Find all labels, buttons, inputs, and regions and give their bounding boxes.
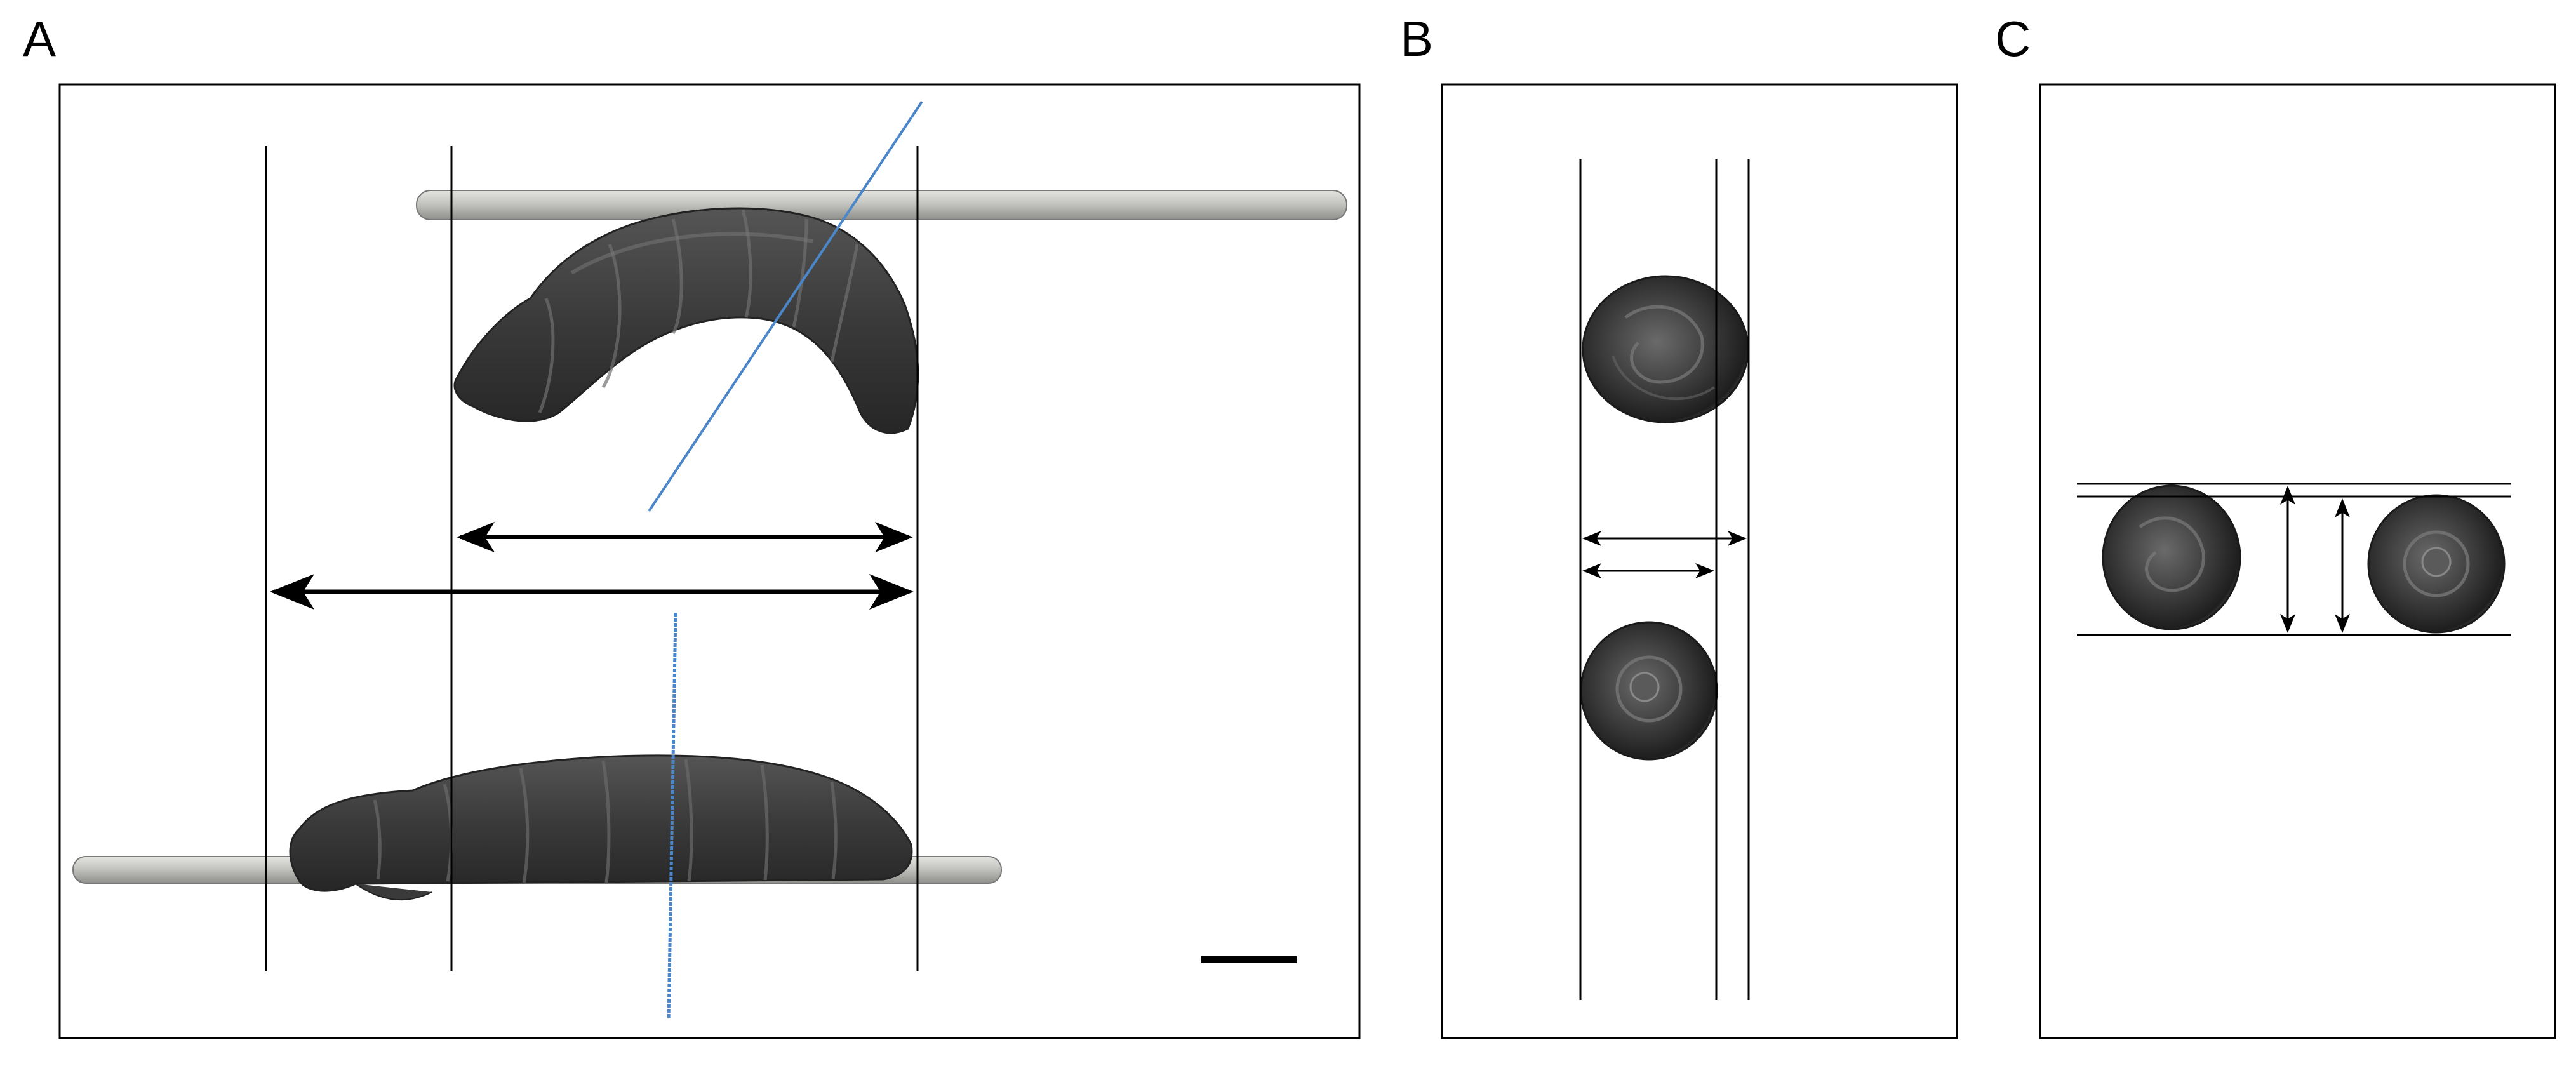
- panel-a-frame: [58, 83, 1361, 1039]
- cross-section-left: [2102, 484, 2241, 630]
- scale-bar: [1201, 956, 1297, 963]
- cross-section-top: [1582, 275, 1749, 423]
- panel-label-c: C: [1995, 11, 2031, 67]
- cross-section-right: [2367, 494, 2506, 634]
- top-rod: [416, 190, 1347, 220]
- panel-label-b: B: [1400, 11, 1434, 67]
- section-line-oblique: [648, 100, 923, 512]
- section-line-vertical: [667, 612, 677, 1020]
- larva-side-view: [289, 754, 913, 901]
- panel-b: [1441, 83, 1958, 1039]
- panel-label-a: A: [23, 11, 57, 67]
- panel-b-frame: [1441, 83, 1958, 1039]
- panel-c-frame: [2039, 83, 2556, 1039]
- panel-a: [58, 83, 1361, 1039]
- cross-section-bottom: [1580, 621, 1718, 761]
- larva-top-view: [453, 207, 919, 434]
- panel-c: [2039, 83, 2556, 1039]
